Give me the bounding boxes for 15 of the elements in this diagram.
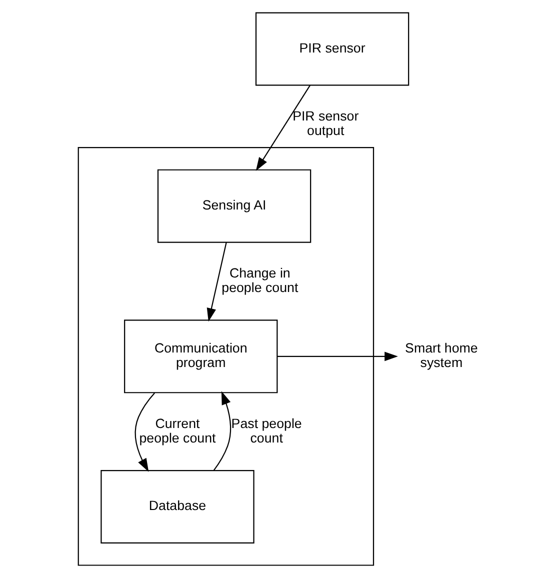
edge-label: Change in people count [222,265,298,295]
node-box: Sensing AI [157,169,312,243]
arrow [134,392,156,472]
arrow [277,352,398,362]
arrow [213,391,232,471]
node-box: Communication program [124,320,278,394]
edge-label: PIR sensor output [292,108,359,138]
node-box: PIR sensor [255,12,410,86]
edge-label: Current people count [139,416,216,446]
arrow [256,84,311,171]
edge-label: Past people count [231,416,302,446]
node-box: Database [100,470,254,544]
cluster [78,147,374,566]
arrow [206,242,227,322]
node-text: Smart home system [405,340,478,370]
